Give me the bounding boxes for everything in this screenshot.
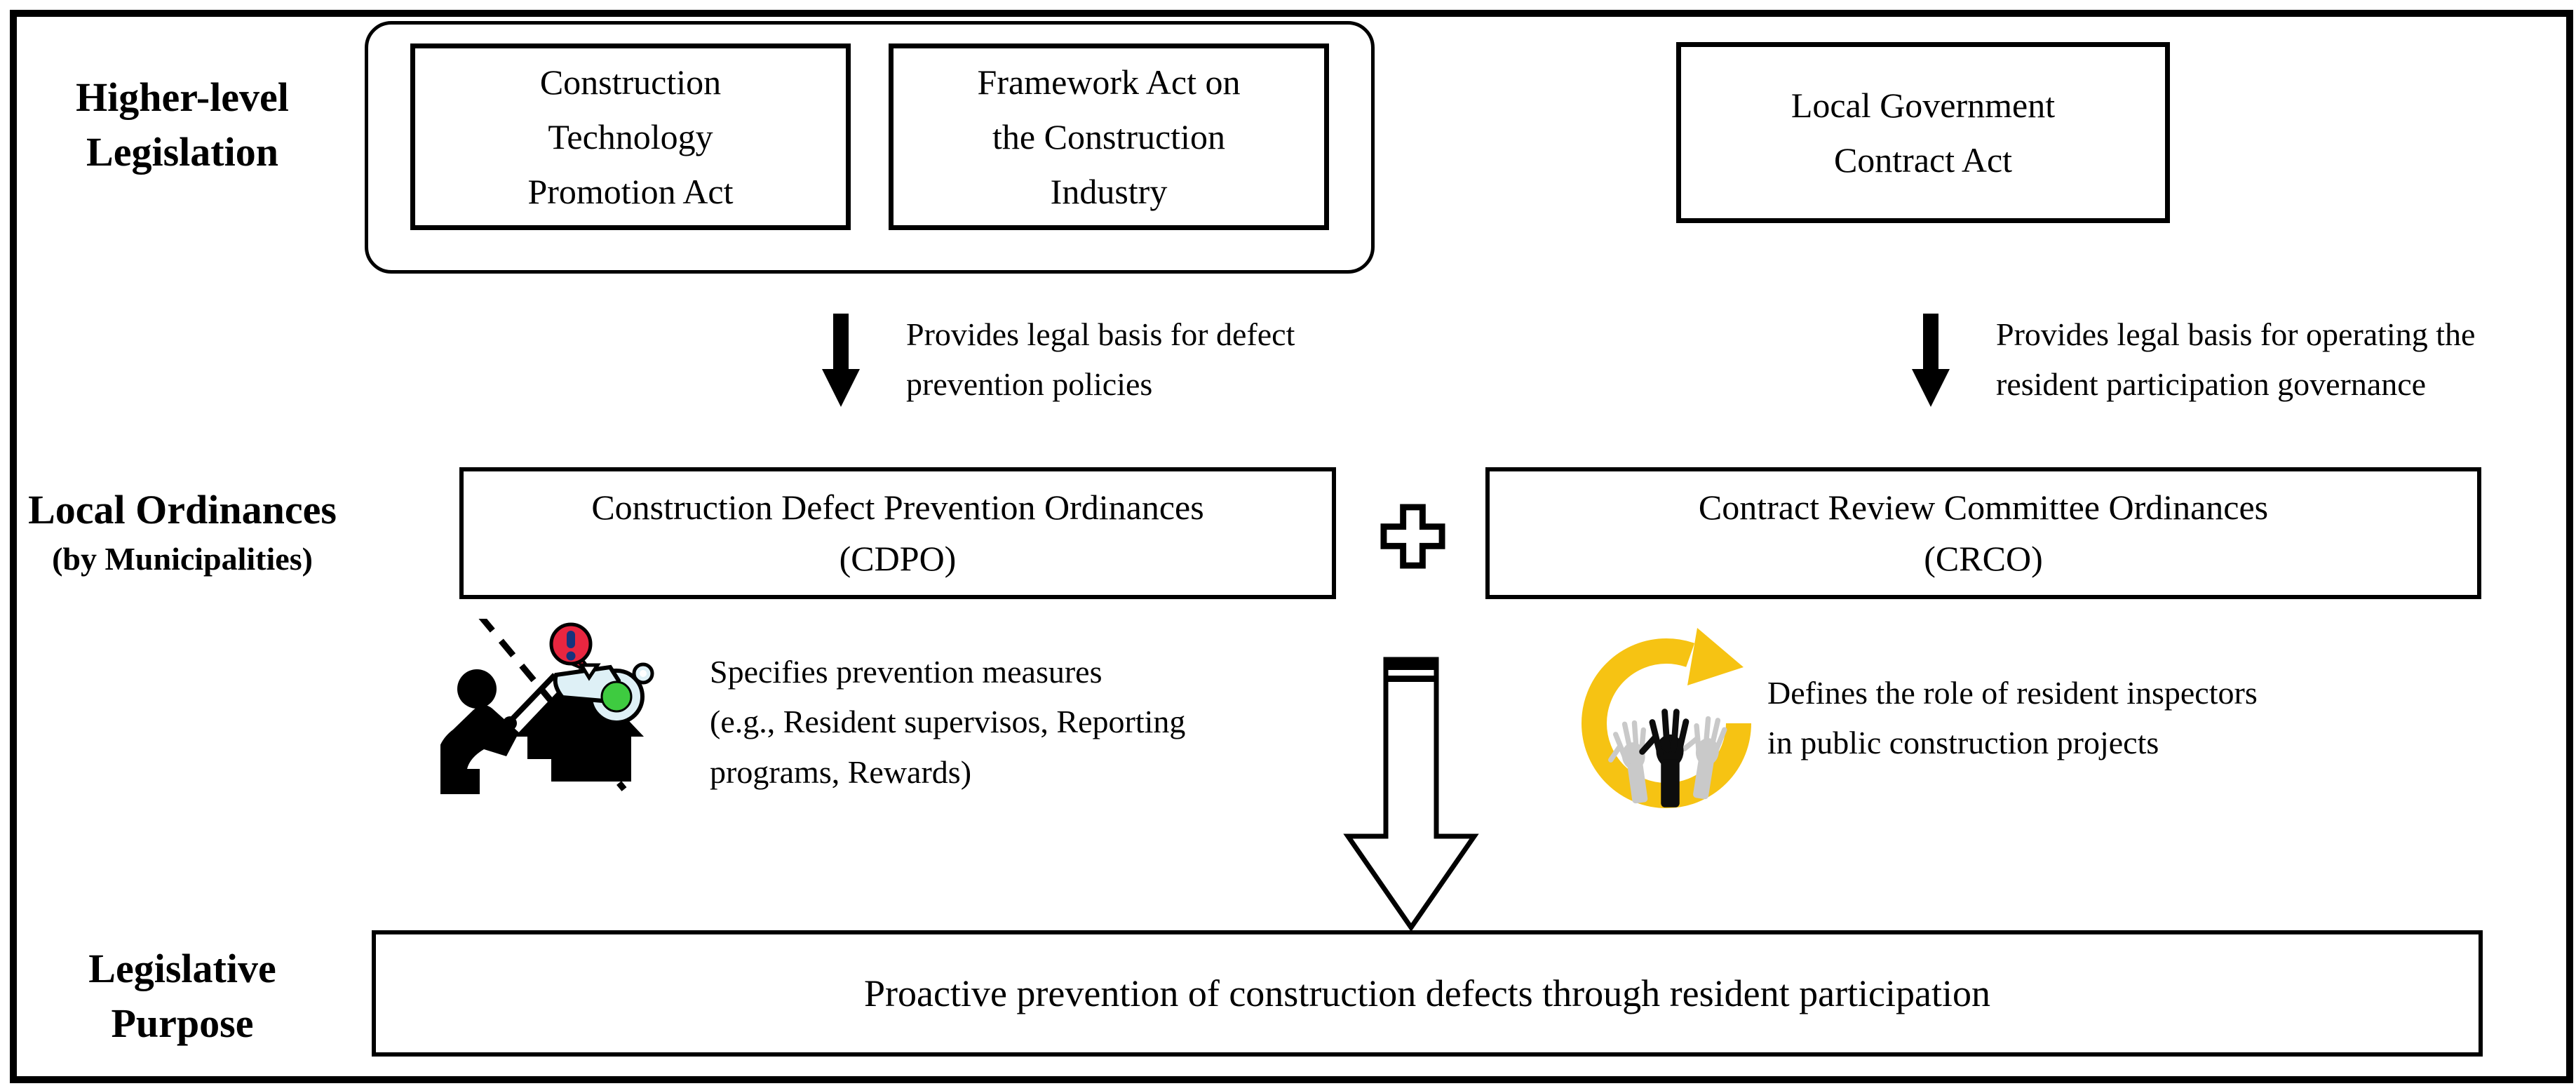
box-text-line: Contract Review Committee Ordinances [1698, 488, 2269, 527]
box-cdpo: Construction Defect Prevention Ordinance… [459, 467, 1336, 599]
label-line: Higher-level [76, 74, 289, 120]
caption-line: resident participation governance [1996, 366, 2427, 403]
hands-cycle-icon [1577, 626, 1762, 812]
label-line: Purpose [111, 1000, 254, 1046]
caption-defect-prevention-basis: Provides legal basis for defect preventi… [906, 309, 1295, 410]
box-text-line: Technology [548, 117, 713, 156]
label-line: Legislation [86, 128, 278, 175]
box-text-line: Local Government [1791, 86, 2056, 125]
caption-line: prevention policies [906, 366, 1153, 403]
box-text-line: Proactive prevention of construction def… [864, 972, 1990, 1014]
caption-line: Provides legal basis for defect [906, 316, 1295, 352]
box-construction-technology-promotion-act: Construction Technology Promotion Act [410, 43, 851, 230]
box-text-line: the Construction [992, 117, 1225, 156]
box-text-line: (CDPO) [839, 539, 957, 578]
down-arrow-icon [1912, 314, 1950, 407]
box-text-line: Contract Act [1833, 140, 2013, 180]
caption-line: (e.g., Resident supervisos, Reporting [710, 704, 1186, 740]
plus-icon [1380, 503, 1446, 570]
caption-line: programs, Rewards) [710, 753, 972, 790]
down-arrow-icon [822, 314, 860, 407]
label-line: Local Ordinances [28, 487, 337, 532]
box-framework-act-construction-industry: Framework Act on the Construction Indust… [889, 43, 1329, 230]
label-legislative-purpose: Legislative Purpose [25, 941, 340, 1050]
box-text-line: (CRCO) [1924, 539, 2043, 578]
caption-line: Defines the role of resident inspectors [1767, 675, 2258, 711]
caption-line: Specifies prevention measures [710, 654, 1102, 690]
box-text-line: Promotion Act [527, 172, 734, 211]
box-crco: Contract Review Committee Ordinances (CR… [1485, 467, 2481, 599]
box-local-government-contract-act: Local Government Contract Act [1676, 42, 2170, 223]
box-text-line: Industry [1050, 172, 1168, 211]
caption-line: in public construction projects [1767, 725, 2159, 761]
big-hollow-down-arrow-icon [1341, 657, 1481, 932]
caption-cdpo-details: Specifies prevention measures (e.g., Res… [710, 647, 1185, 797]
caption-crco-details: Defines the role of resident inspectors … [1767, 668, 2258, 768]
label-local-ordinances: Local Ordinances (by Municipalities) [18, 483, 347, 580]
inspector-person-shape [440, 669, 557, 794]
caption-line: Provides legal basis for operating the [1996, 316, 2476, 352]
box-text-line: Construction [539, 62, 722, 102]
label-line: Legislative [88, 946, 276, 991]
label-line: (by Municipalities) [52, 540, 313, 577]
box-text-line: Framework Act on [977, 62, 1241, 102]
person-house-whistle-icon [440, 619, 701, 836]
label-higher-level-legislation: Higher-level Legislation [25, 70, 340, 179]
whistle-icon [553, 662, 654, 725]
box-legislative-purpose: Proactive prevention of construction def… [372, 930, 2483, 1057]
caption-resident-governance-basis: Provides legal basis for operating the r… [1996, 309, 2475, 410]
box-text-line: Construction Defect Prevention Ordinance… [591, 488, 1204, 527]
